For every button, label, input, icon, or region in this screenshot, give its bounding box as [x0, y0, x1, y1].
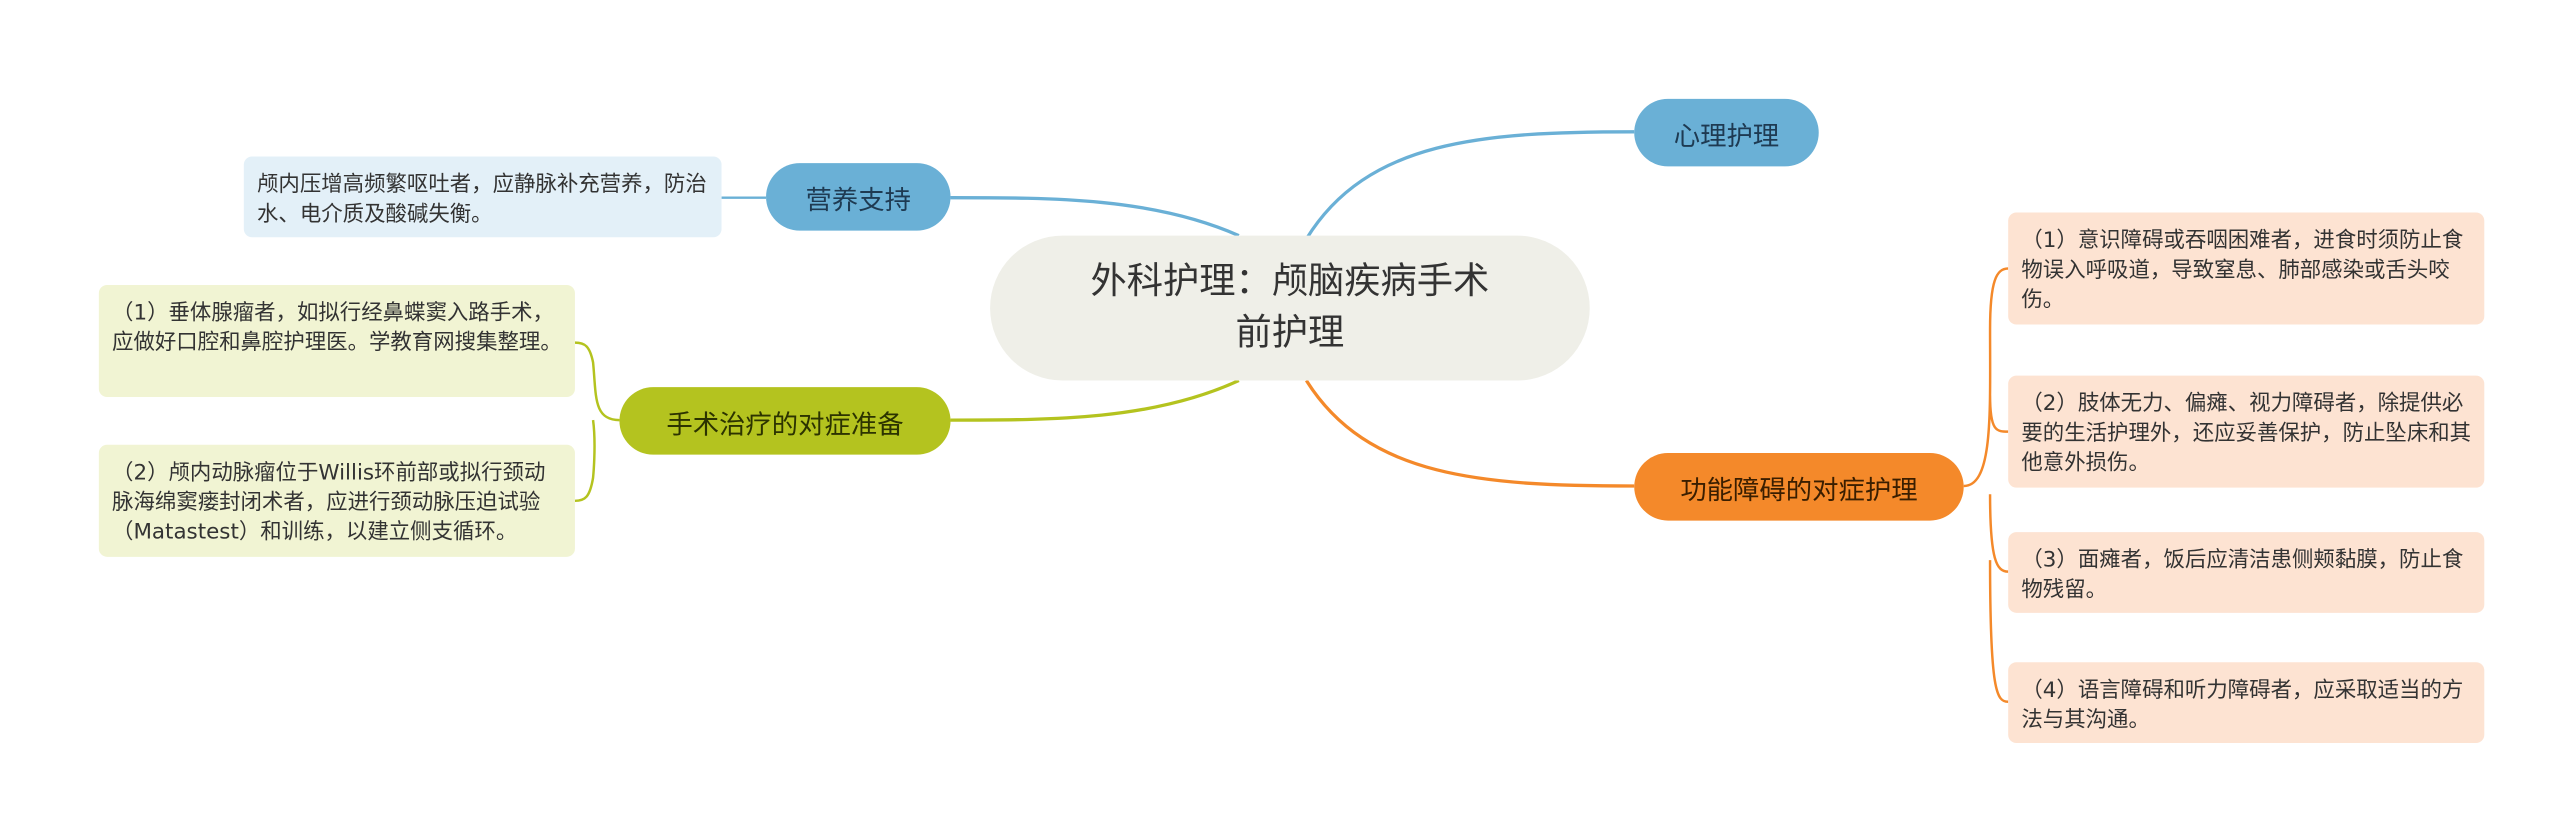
surgery-leaf-2[interactable]: （2）颅内动脉瘤位于Willis环前部或拟行颈动脉海绵窦瘘封闭术者，应进行颈动脉… [98, 444, 575, 557]
root-title: 外科护理：颅脑疾病手术前护理 [1090, 261, 1490, 355]
surgery-leaf-text: （1）垂体腺瘤者，如拟行经鼻蝶窦入路手术，应做好口腔和鼻腔护理医。学教育网搜集整… [112, 301, 562, 356]
link-function-bracket [1963, 267, 2009, 704]
link-surgery-bracket [574, 341, 620, 503]
branch-nutrition-label: 营养支持 [805, 183, 912, 215]
function-leaf-text: （4）语言障碍和听力障碍者，应采取适当的方法与其沟通。 [2021, 678, 2464, 734]
branch-function-label: 功能障碍的对症护理 [1680, 473, 1918, 505]
function-leaf-text: （3）面瘫者，饭后应清洁患侧颊黏膜，防止食物残留。 [2021, 548, 2464, 603]
function-leaf-1[interactable]: （1）意识障碍或吞咽困难者，进食时须防止食物误入呼吸道，导致窒息、肺部感染或舌头… [2008, 212, 2485, 325]
branch-surgery-label: 手术治疗的对症准备 [666, 407, 904, 440]
branch-function[interactable]: 功能障碍的对症护理 [1634, 453, 1964, 521]
function-leaf-text: （2）肢体无力、偏瘫、视力障碍者，除提供必要的生活护理外，还应妥善保护，防止坠床… [2021, 392, 2472, 477]
link-nutrition [950, 196, 1240, 238]
surgery-leaf-text: （2）颅内动脉瘤位于Willis环前部或拟行颈动脉海绵窦瘘封闭术者，应进行颈动脉… [112, 461, 546, 546]
branch-psych-label: 心理护理 [1673, 119, 1780, 151]
branch-psych[interactable]: 心理护理 [1634, 98, 1819, 167]
link-psych [1304, 130, 1635, 240]
surgery-leaf-1[interactable]: （1）垂体腺瘤者，如拟行经鼻蝶窦入路手术，应做好口腔和鼻腔护理医。学教育网搜集整… [98, 285, 575, 398]
function-leaf-2[interactable]: （2）肢体无力、偏瘫、视力障碍者，除提供必要的生活护理外，还应妥善保护，防止坠床… [2008, 375, 2485, 488]
function-leaf-text: （1）意识障碍或吞咽困难者，进食时须防止食物误入呼吸道，导致窒息、肺部感染或舌头… [2021, 228, 2464, 314]
nutrition-leaf-1[interactable]: 颅内压增高频繁呕吐者，应静脉补充营养，防治水、电介质及酸碱失衡。 [243, 156, 722, 238]
link-surgery [950, 379, 1240, 422]
branch-nutrition[interactable]: 营养支持 [766, 163, 951, 231]
link-function [1304, 379, 1635, 488]
function-leaf-3[interactable]: （3）面瘫者，饭后应清洁患侧颊黏膜，防止食物残留。 [2008, 532, 2485, 613]
root-topic[interactable]: 外科护理：颅脑疾病手术前护理 [990, 235, 1590, 381]
function-leaf-4[interactable]: （4）语言障碍和听力障碍者，应采取适当的方法与其沟通。 [2008, 662, 2485, 743]
branch-surgery[interactable]: 手术治疗的对症准备 [619, 387, 951, 455]
nutrition-leaf-text: 颅内压增高频繁呕吐者，应静脉补充营养，防治水、电介质及酸碱失衡。 [256, 172, 707, 228]
